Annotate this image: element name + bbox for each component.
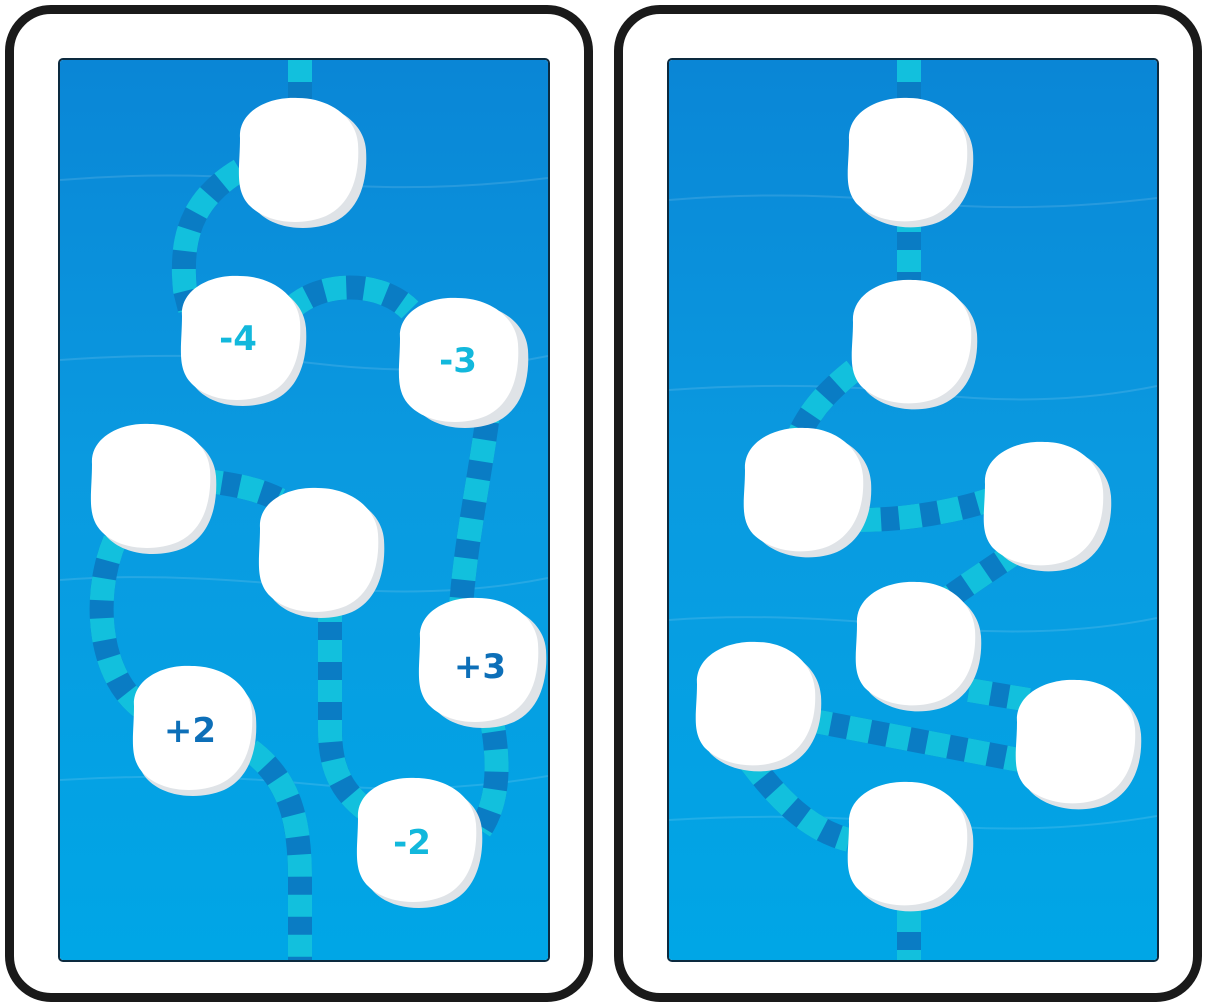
left-card: -4 -3 +3: [5, 5, 593, 1002]
stone[interactable]: [91, 424, 216, 554]
left-board: -4 -3 +3: [58, 58, 550, 962]
stone-label: -4: [219, 319, 257, 359]
stone[interactable]: +2: [133, 666, 256, 796]
stone-label: +3: [454, 647, 506, 687]
stone[interactable]: [856, 582, 982, 712]
stone-label: +2: [164, 711, 216, 751]
stone[interactable]: [239, 98, 366, 228]
stone[interactable]: [696, 642, 822, 772]
right-board: [667, 58, 1159, 962]
stone[interactable]: [852, 280, 978, 410]
stone-label: -3: [439, 341, 477, 381]
stone-label: -2: [393, 823, 431, 863]
right-card: [614, 5, 1202, 1002]
stone[interactable]: -4: [181, 276, 306, 406]
stone[interactable]: [1016, 680, 1142, 810]
stone[interactable]: -3: [399, 298, 528, 428]
stone[interactable]: [848, 98, 974, 228]
stone[interactable]: [848, 782, 974, 912]
stone[interactable]: [984, 442, 1112, 572]
stone[interactable]: [744, 428, 872, 558]
stone[interactable]: [259, 488, 384, 618]
stone[interactable]: +3: [419, 598, 546, 728]
stone[interactable]: -2: [357, 778, 482, 908]
